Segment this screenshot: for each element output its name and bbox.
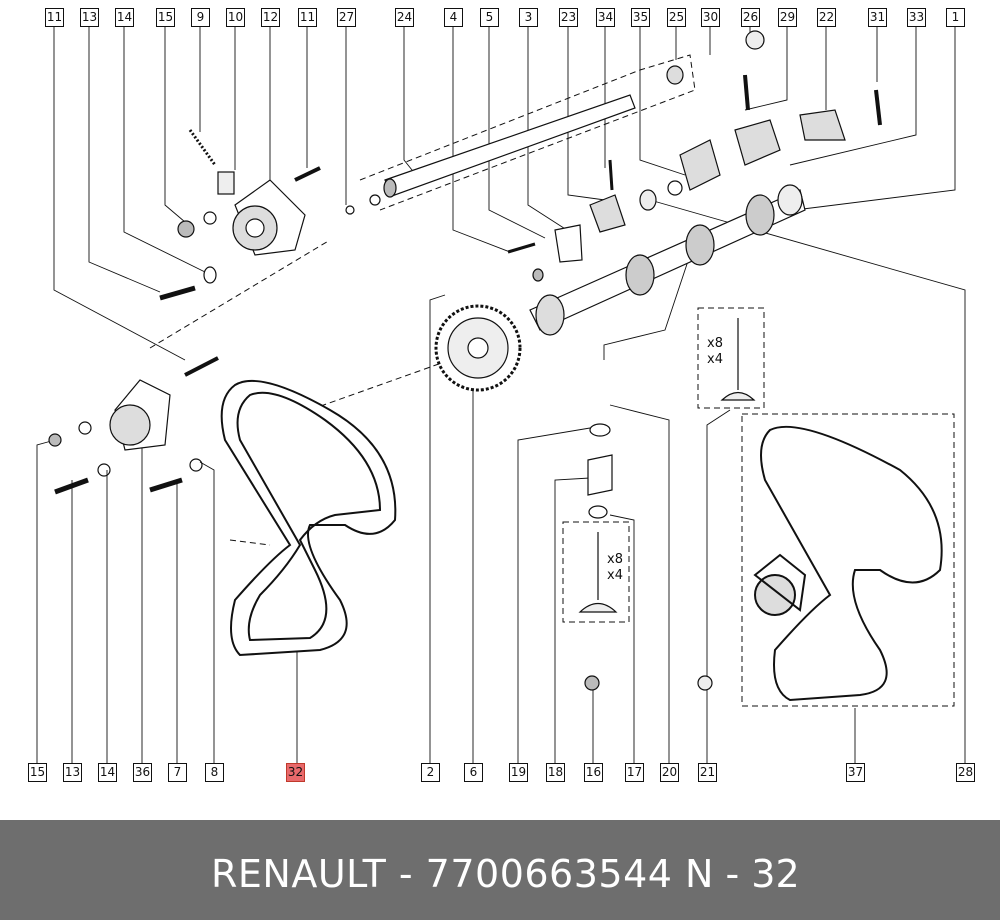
diagram-drawing xyxy=(36,26,966,765)
tensioner-lower-drawing xyxy=(48,356,219,495)
callout-30: 30 xyxy=(701,8,720,27)
callout-26: 26 xyxy=(741,8,760,27)
dashed-groups xyxy=(149,54,955,707)
sprocket-drawing xyxy=(434,304,522,392)
callout-9: 9 xyxy=(191,8,210,27)
callout-15-bottom: 15 xyxy=(28,763,47,782)
callout-7: 7 xyxy=(168,763,187,782)
callout-35: 35 xyxy=(631,8,650,27)
callout-24: 24 xyxy=(395,8,414,27)
footer-bar: RENAULT - 7700663544 N - 32 xyxy=(0,820,1000,920)
callout-16: 16 xyxy=(584,763,603,782)
camshaft-drawing xyxy=(529,184,806,336)
callout-36: 36 xyxy=(133,763,152,782)
multiplier-box-a-x4: x4 xyxy=(707,352,723,367)
callout-18: 18 xyxy=(546,763,565,782)
callout-33: 33 xyxy=(907,8,926,27)
multiplier-box-b-x8: x8 xyxy=(607,552,623,567)
callout-4: 4 xyxy=(444,8,463,27)
callout-17: 17 xyxy=(625,763,644,782)
reference-number: N - 32 xyxy=(685,852,800,896)
callout-14-top: 14 xyxy=(115,8,134,27)
multiplier-box-b-x4: x4 xyxy=(607,568,623,583)
callout-29: 29 xyxy=(778,8,797,27)
callout-20: 20 xyxy=(660,763,679,782)
timing-belt-drawing xyxy=(220,379,397,657)
callout-8: 8 xyxy=(205,763,224,782)
brand-part-number: RENAULT - 7700663544 xyxy=(211,852,673,896)
rocker-parts-drawing xyxy=(345,30,882,282)
callout-22: 22 xyxy=(817,8,836,27)
callout-14-bottom: 14 xyxy=(98,763,117,782)
callout-27: 27 xyxy=(337,8,356,27)
callout-11-top-a: 11 xyxy=(45,8,64,27)
multiplier-box-a-x8: x8 xyxy=(707,336,723,351)
callout-23: 23 xyxy=(559,8,578,27)
callout-10: 10 xyxy=(226,8,245,27)
tensioner-upper-drawing xyxy=(159,129,321,301)
callout-28: 28 xyxy=(956,763,975,782)
callout-32-highlighted[interactable]: 32 xyxy=(286,763,305,782)
callout-34: 34 xyxy=(596,8,615,27)
exploded-parts-diagram: 11 13 14 15 9 10 12 11 27 24 4 5 3 23 34… xyxy=(28,8,975,782)
callout-11-top-b: 11 xyxy=(298,8,317,27)
callout-25: 25 xyxy=(667,8,686,27)
callout-1: 1 xyxy=(946,8,965,27)
callout-12: 12 xyxy=(261,8,280,27)
callout-21: 21 xyxy=(698,763,717,782)
callout-19: 19 xyxy=(509,763,528,782)
callout-15-top: 15 xyxy=(156,8,175,27)
callout-31: 31 xyxy=(868,8,887,27)
callout-37: 37 xyxy=(846,763,865,782)
belt-kit-drawing xyxy=(753,425,943,702)
rocker-shaft-drawing xyxy=(383,94,636,198)
callout-2: 2 xyxy=(421,763,440,782)
valves-drawing xyxy=(578,318,756,691)
callout-3: 3 xyxy=(519,8,538,27)
callout-13-bottom: 13 xyxy=(63,763,82,782)
callout-13-top: 13 xyxy=(80,8,99,27)
callout-6: 6 xyxy=(464,763,483,782)
callout-5: 5 xyxy=(480,8,499,27)
